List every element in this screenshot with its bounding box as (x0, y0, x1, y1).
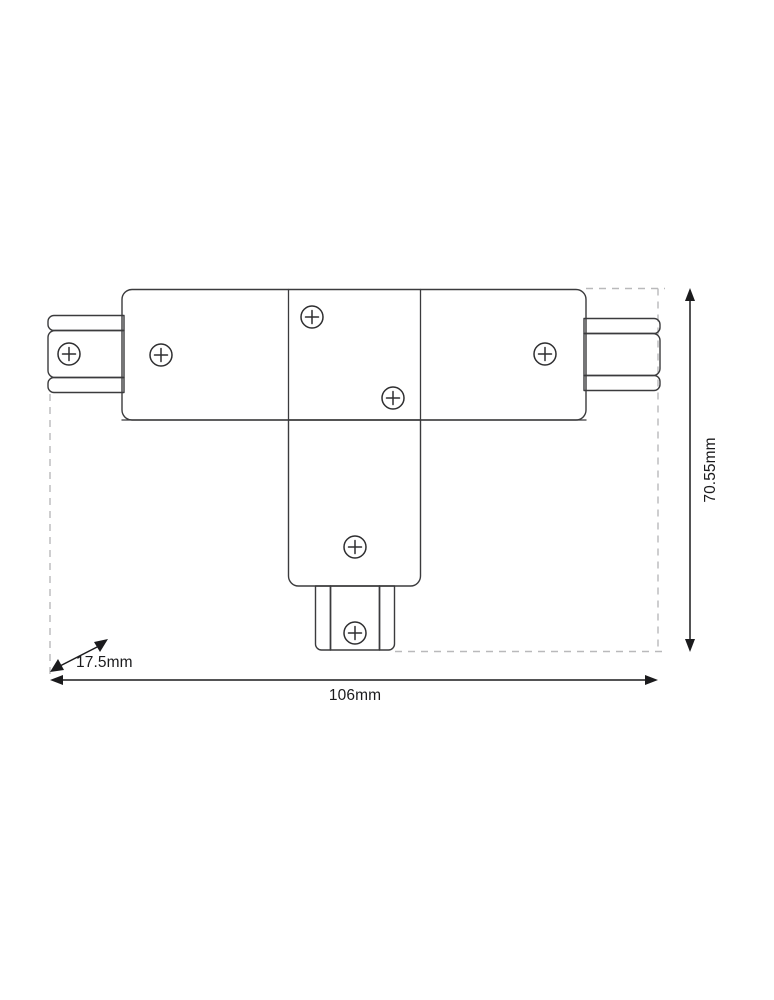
screw-center-top-icon (300, 305, 324, 329)
depth-leader-line (57, 644, 102, 668)
screw-bottom-cap-icon (343, 621, 367, 645)
width-dimension: 106mm (50, 675, 658, 704)
depth-dimension: 17.5mm (50, 639, 133, 672)
bounding-box-guides (49, 287, 665, 676)
screw-group (57, 305, 557, 645)
left-end-cap (47, 314, 125, 394)
panel-divider-lines (121, 288, 587, 651)
height-dimension: 70.55mm (685, 288, 719, 652)
left-cap-band-bottom (47, 376, 125, 394)
screw-stem-icon (343, 535, 367, 559)
right-cap-band-bottom (583, 374, 661, 392)
width-arrow-right (645, 675, 658, 685)
screw-right-arm-icon (533, 342, 557, 366)
depth-arrow-lower (50, 659, 64, 672)
screw-center-lower-icon (381, 386, 405, 410)
depth-arrow-upper (94, 639, 108, 652)
width-arrow-left (50, 675, 63, 685)
bottom-cap-band-right (378, 585, 396, 651)
screw-left-arm-icon (149, 343, 173, 367)
horizontal-arm-outline (121, 288, 587, 421)
right-cap-band-top (583, 317, 661, 335)
vertical-arm (287, 419, 422, 587)
right-cap-band-middle (583, 332, 661, 377)
height-arrow-top (685, 288, 695, 301)
width-dimension-label: 106mm (329, 687, 381, 704)
screw-left-cap-icon (57, 342, 81, 366)
vertical-arm-outline (287, 419, 422, 587)
depth-dimension-label: 17.5mm (76, 654, 133, 671)
right-end-cap (583, 317, 661, 392)
bottom-cap-band-left (314, 585, 332, 651)
height-arrow-bottom (685, 639, 695, 652)
left-cap-band-top (47, 314, 125, 332)
horizontal-arm (121, 288, 587, 421)
height-dimension-label: 70.55mm (702, 437, 719, 502)
